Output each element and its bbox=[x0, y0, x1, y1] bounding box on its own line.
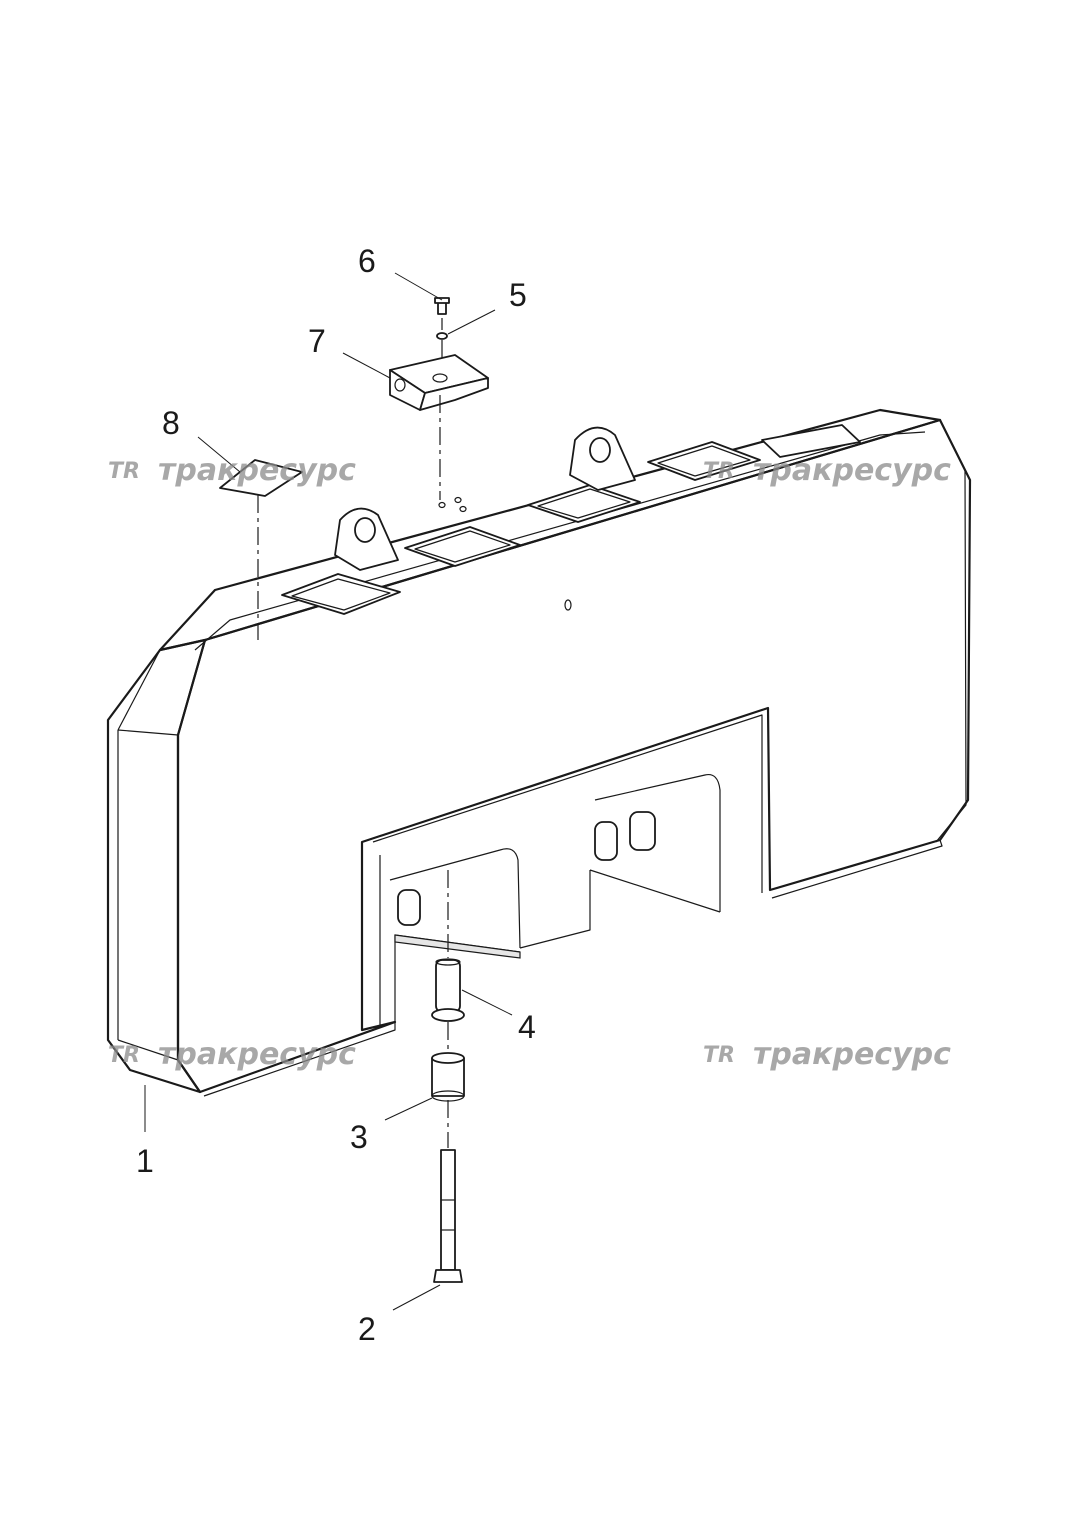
callout-1: 1 bbox=[136, 1143, 154, 1179]
plate-part bbox=[219, 459, 303, 497]
bushing-part bbox=[431, 958, 465, 1022]
assembly-axes bbox=[257, 318, 449, 1148]
callout-3: 3 bbox=[350, 1119, 368, 1155]
callout-5: 5 bbox=[509, 277, 527, 313]
watermark-bottom-left: TR тракресурс bbox=[108, 1037, 356, 1072]
callout-2: 2 bbox=[358, 1311, 376, 1347]
callout-8: 8 bbox=[162, 405, 180, 441]
watermark-text: тракресурс bbox=[753, 1037, 951, 1072]
watermark-bottom-right: TR тракресурс bbox=[703, 1037, 951, 1072]
callout-labels: 1 2 3 4 5 6 7 8 bbox=[136, 243, 536, 1347]
watermark-text: тракресурс bbox=[158, 1037, 356, 1072]
watermark-top-right: TR тракресурс bbox=[703, 453, 951, 488]
counterweight-body bbox=[106, 408, 972, 1097]
callout-7: 7 bbox=[308, 323, 326, 359]
watermark-text: тракресурс bbox=[753, 453, 951, 488]
bolt-part bbox=[433, 1149, 463, 1283]
leader-lines bbox=[144, 272, 513, 1311]
washer-part bbox=[436, 332, 448, 340]
watermark-text: тракресурс bbox=[158, 453, 356, 488]
spacer-part bbox=[431, 1052, 465, 1102]
bracket-part bbox=[389, 354, 489, 411]
watermark-logo: TR bbox=[108, 1043, 140, 1068]
screw-part bbox=[434, 297, 450, 315]
watermark-logo: TR bbox=[703, 1043, 735, 1068]
watermark-logo: TR bbox=[108, 459, 140, 484]
callout-4: 4 bbox=[518, 1009, 536, 1045]
watermark-logo: TR bbox=[703, 459, 735, 484]
watermark-top-left: TR тракресурс bbox=[108, 453, 356, 488]
callout-6: 6 bbox=[358, 243, 376, 279]
